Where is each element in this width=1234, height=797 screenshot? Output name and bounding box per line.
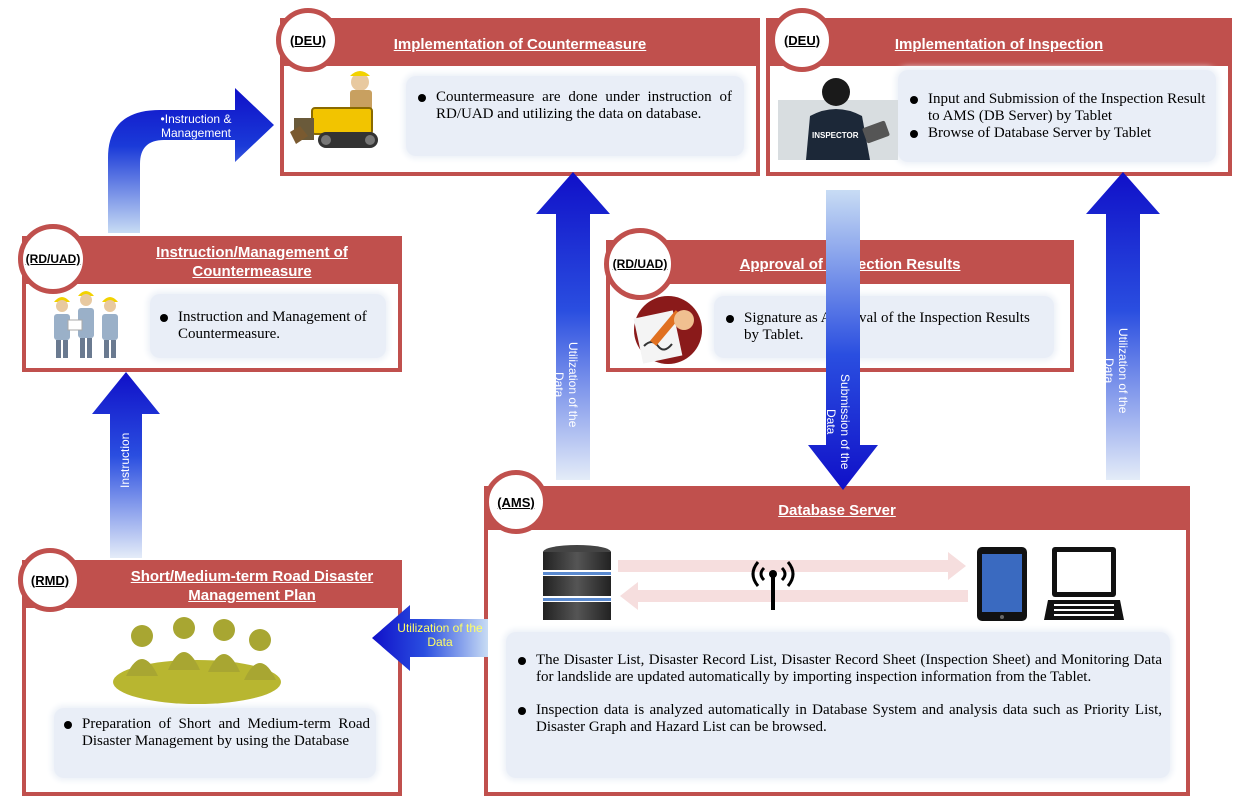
inspection-title: Implementation of Inspection (770, 22, 1228, 66)
instruction-management-bullet-box: Instruction and Management of Countermea… (150, 294, 386, 358)
svg-text:INSPECTOR: INSPECTOR (812, 131, 859, 140)
approval-bullet: Signature as Approval of the Inspection … (722, 310, 1046, 344)
countermeasure-bullet: Countermeasure are done under instructio… (414, 89, 732, 123)
inspection-panel: Implementation of Inspection INSPECTOR I… (766, 18, 1232, 176)
countermeasure-panel: Implementation of Countermeasure Counter… (280, 18, 760, 176)
database-title: Database Server (488, 490, 1186, 530)
countermeasure-bullet-box: Countermeasure are done under instructio… (406, 76, 744, 156)
workers-meeting-icon (54, 291, 118, 358)
plan-bullet: Preparation of Short and Medium-term Roa… (60, 716, 370, 750)
utilization-left-arrow (536, 172, 610, 480)
tablet-icon (977, 547, 1027, 621)
instruction-management-arrow (108, 88, 274, 233)
utilization-right-arrow (1086, 172, 1160, 480)
database-badge: (AMS) (484, 470, 548, 534)
database-bullet-1: The Disaster List, Disaster Record List,… (514, 652, 1162, 686)
plan-badge: (RMD) (18, 548, 82, 612)
laptop-icon (1044, 547, 1124, 620)
instruction-management-panel: Instruction/Management of Countermeasure… (22, 236, 402, 372)
plan-panel: Short/Medium-term Road Disaster Manageme… (22, 560, 402, 796)
database-server-icon (543, 545, 611, 620)
wireless-signal-icon (751, 561, 795, 610)
instruction-management-title: Instruction/Management of Countermeasure (26, 240, 398, 284)
plan-title: Short/Medium-term Road Disaster Manageme… (26, 564, 398, 608)
approval-bullet-box: Signature as Approval of the Inspection … (714, 296, 1054, 358)
instruction-management-badge: (RD/UAD) (18, 224, 88, 294)
countermeasure-title: Implementation of Countermeasure (284, 22, 756, 66)
signature-pen-icon (633, 296, 702, 364)
instruction-management-label: •Instruction & Management (160, 112, 232, 140)
utilization-plan-label: Utilization of the Data (397, 621, 483, 649)
submission-arrow (808, 190, 878, 490)
countermeasure-badge: (DEU) (276, 8, 340, 72)
database-bullet-box: The Disaster List, Disaster Record List,… (506, 632, 1170, 778)
utilization-right-label: Utilization of the Data (1102, 328, 1130, 414)
inspection-bullet-2: Browse of Database Server by Tablet (906, 125, 1208, 142)
people-meeting-icon (113, 617, 281, 704)
inspection-badge: (DEU) (770, 8, 834, 72)
utilization-plan-arrow (372, 605, 488, 671)
inspector-tablet-icon: INSPECTOR (778, 78, 898, 160)
approval-badge: (RD/UAD) (604, 228, 676, 300)
database-bullet-2: Inspection data is analyzed automaticall… (514, 702, 1162, 736)
instruction-arrow (92, 372, 160, 558)
bulldozer-worker-icon (290, 71, 378, 148)
instruction-label: Instruction (118, 432, 132, 488)
submission-label: Submission of the Data (824, 374, 852, 470)
plan-bullet-box: Preparation of Short and Medium-term Roa… (54, 708, 376, 778)
inspection-bullet-1: Input and Submission of the Inspection R… (906, 91, 1208, 125)
utilization-left-label: Utilization of the Data (552, 342, 580, 428)
database-panel: Database Server The Disaster List, Disas… (484, 486, 1190, 796)
inspection-bullet-box: Input and Submission of the Inspection R… (898, 70, 1216, 162)
instruction-management-bullet: Instruction and Management of Countermea… (156, 309, 380, 343)
